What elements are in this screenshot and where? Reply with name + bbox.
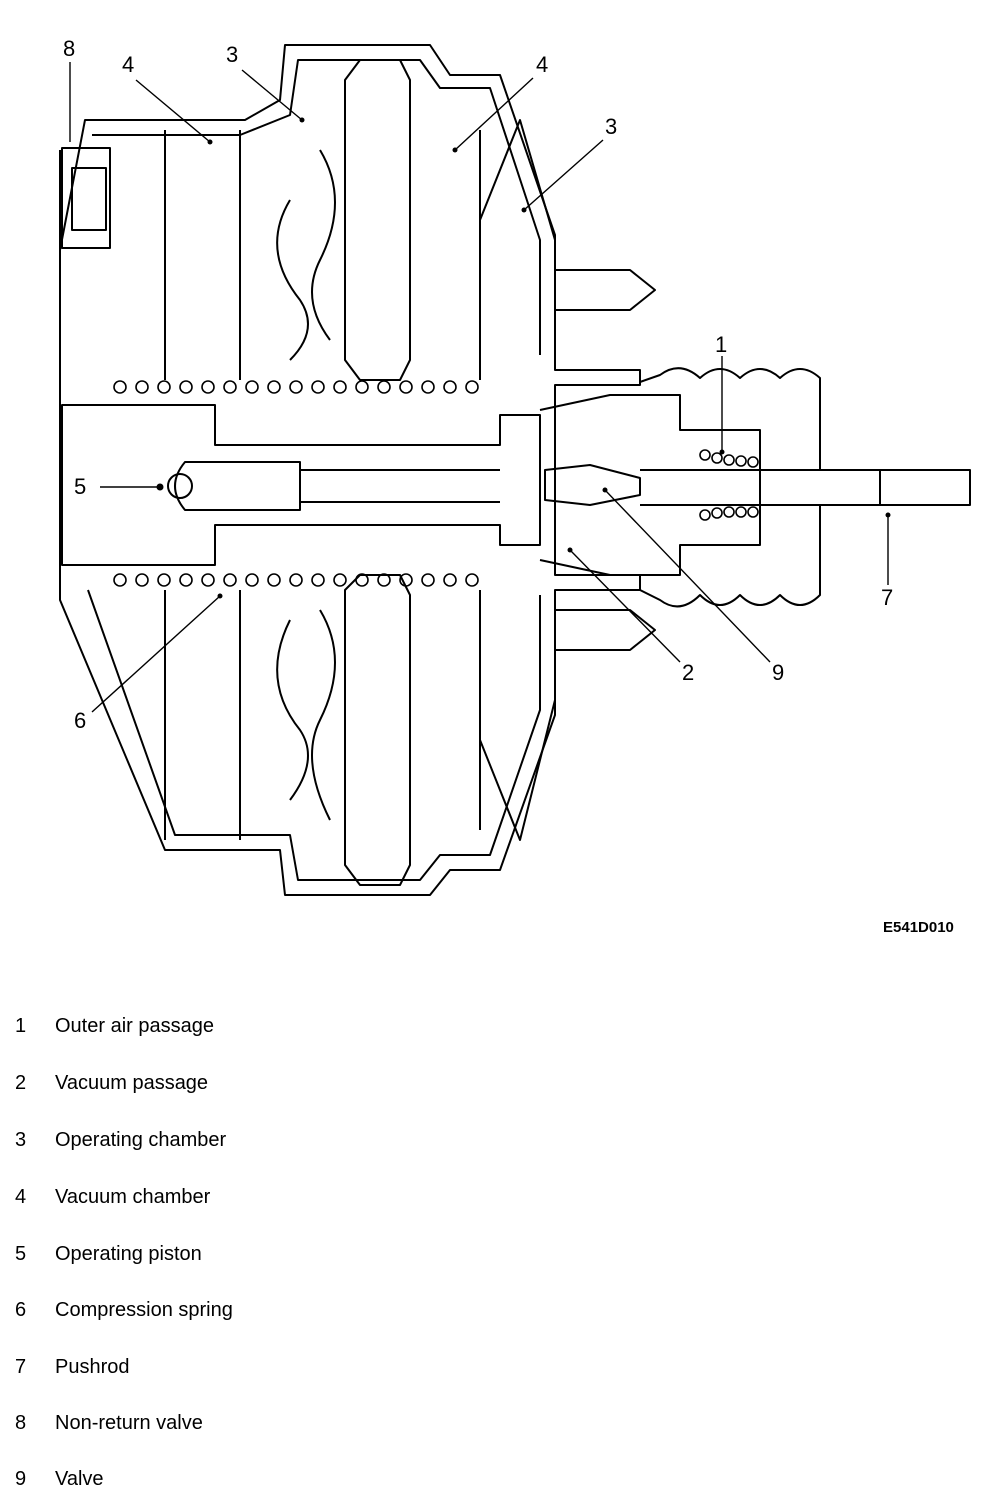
legend-label: Non-return valve: [55, 1412, 203, 1434]
housing-inner-wall: [92, 59, 541, 355]
legend-label: Compression spring: [55, 1299, 233, 1321]
mounting-stud-lower: [555, 609, 656, 651]
mounting-stud-upper: [555, 269, 656, 311]
legend-item: 5 Operating piston: [0, 1243, 600, 1273]
diaphragm: [344, 59, 411, 381]
legend-number: 5: [15, 1243, 27, 1265]
callout-8: 8: [63, 36, 75, 61]
non-return-valve-body: [61, 147, 111, 249]
legend-label: Operating piston: [55, 1243, 202, 1265]
callout-4-right: 4: [536, 52, 548, 77]
callout-7: 7: [881, 585, 893, 610]
callout-3-right: 3: [605, 114, 617, 139]
legend-item: 4 Vacuum chamber: [0, 1186, 600, 1216]
legend-item: 8 Non-return valve: [0, 1412, 600, 1442]
legend-number: 6: [15, 1299, 27, 1321]
callout-4-left: 4: [122, 52, 134, 77]
valve-body: [539, 394, 761, 576]
booster-housing-outline: [59, 44, 641, 896]
legend-label: Operating chamber: [55, 1129, 227, 1151]
diaphragm-lower: [344, 574, 411, 886]
legend-number: 7: [15, 1356, 27, 1378]
pushrod: [640, 469, 971, 506]
operating-piston: [61, 404, 541, 566]
legend-item: 6 Compression spring: [0, 1299, 600, 1329]
legend-item: 9 Valve: [0, 1468, 600, 1498]
legend-number: 8: [15, 1412, 27, 1434]
legend-number: 2: [15, 1072, 27, 1094]
legend-label: Vacuum passage: [55, 1072, 209, 1094]
compression-spring: [113, 380, 479, 587]
legend-number: 1: [15, 1015, 27, 1037]
callout-1: 1: [715, 332, 727, 357]
callout-9: 9: [772, 660, 784, 685]
brake-booster-cross-section-diagram: 8 4 3 4 3 1 5 2 9 7 6 E541D010: [59, 36, 971, 936]
callout-5: 5: [74, 474, 86, 499]
callout-3-left: 3: [226, 42, 238, 67]
legend-number: 4: [15, 1186, 27, 1208]
legend-item: 3 Operating chamber: [0, 1129, 600, 1159]
legend-label: Outer air passage: [55, 1015, 214, 1037]
valve-spring: [699, 449, 759, 521]
housing-inner-wall-lower: [87, 589, 541, 881]
legend-item: 1 Outer air passage: [0, 1015, 600, 1045]
legend-number: 3: [15, 1129, 27, 1151]
figure-id: E541D010: [883, 919, 954, 936]
callout-2: 2: [682, 660, 694, 685]
legend-label: Valve: [55, 1468, 104, 1490]
legend-item: 2 Vacuum passage: [0, 1072, 600, 1102]
legend-label: Pushrod: [55, 1356, 130, 1378]
legend-number: 9: [15, 1468, 27, 1490]
callout-6: 6: [74, 708, 86, 733]
rubber-boot: [639, 367, 821, 470]
legend-label: Vacuum chamber: [55, 1186, 211, 1208]
legend-item: 7 Pushrod: [0, 1356, 600, 1386]
